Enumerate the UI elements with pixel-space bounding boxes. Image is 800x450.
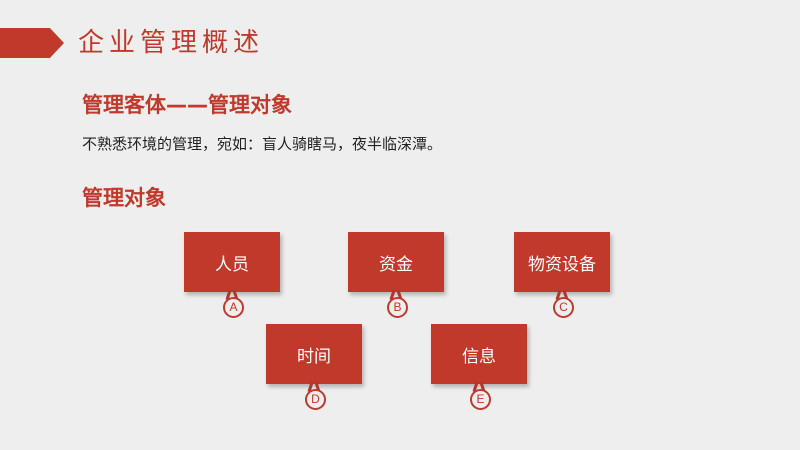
badge-c: C bbox=[553, 297, 574, 318]
slide-header: 企业管理概述 bbox=[0, 0, 800, 90]
object-item-materials: 物资设备 C bbox=[514, 232, 610, 322]
object-item-personnel: 人员 A bbox=[184, 232, 280, 322]
heading-management-objects: 管理对象 bbox=[82, 186, 166, 210]
object-item-information: 信息 E bbox=[431, 324, 527, 414]
badge-b: B bbox=[387, 297, 408, 318]
object-item-label: 物资设备 bbox=[514, 232, 610, 292]
badge-a: A bbox=[223, 297, 244, 318]
body-text: 不熟悉环境的管理，宛如：盲人骑瞎马，夜半临深潭。 bbox=[82, 135, 443, 153]
heading-management-subject: 管理客体——管理对象 bbox=[82, 93, 292, 117]
slide-title: 企业管理概述 bbox=[78, 28, 265, 58]
object-item-time: 时间 D bbox=[266, 324, 362, 414]
object-item-label: 时间 bbox=[266, 324, 362, 384]
object-item-label: 人员 bbox=[184, 232, 280, 292]
object-item-funds: 资金 B bbox=[348, 232, 444, 322]
badge-e: E bbox=[470, 389, 491, 410]
badge-d: D bbox=[305, 389, 326, 410]
object-item-label: 信息 bbox=[431, 324, 527, 384]
arrow-tab-icon bbox=[0, 28, 64, 58]
object-item-label: 资金 bbox=[348, 232, 444, 292]
